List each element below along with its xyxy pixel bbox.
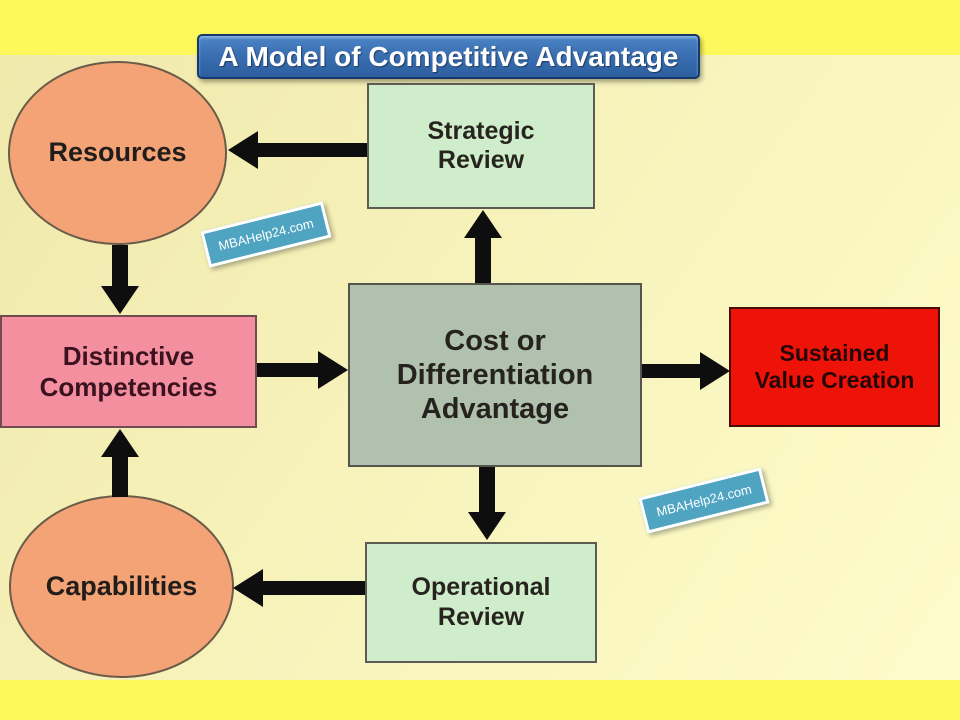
node-operational-review: Operational Review bbox=[365, 542, 597, 663]
watermark-mbahelp24: MBAHelp24.com bbox=[200, 201, 332, 268]
node-resources-label: Resources bbox=[48, 137, 187, 168]
node-distinctive-competencies: Distinctive Competencies bbox=[0, 315, 257, 428]
title-banner: A Model of Competitive Advantage bbox=[197, 34, 700, 79]
node-cost-or-differentiation-advantage-label: Cost or Differentiation Advantage bbox=[396, 324, 594, 426]
watermark-mbahelp24: MBAHelp24.com bbox=[638, 467, 770, 534]
node-strategic-review-label: Strategic Review bbox=[427, 116, 535, 175]
bottom-frame-bar bbox=[0, 680, 960, 720]
node-resources: Resources bbox=[8, 61, 227, 245]
node-capabilities-label: Capabilities bbox=[45, 570, 198, 601]
node-cost-or-differentiation-advantage: Cost or Differentiation Advantage bbox=[348, 283, 642, 467]
watermark-text: MBAHelp24.com bbox=[216, 215, 316, 254]
node-distinctive-competencies-label: Distinctive Competencies bbox=[39, 340, 218, 402]
node-strategic-review: Strategic Review bbox=[367, 83, 595, 209]
node-operational-review-label: Operational Review bbox=[411, 573, 551, 631]
node-capabilities: Capabilities bbox=[9, 495, 234, 678]
node-sustained-value-creation-label: Sustained Value Creation bbox=[754, 339, 915, 393]
node-sustained-value-creation: Sustained Value Creation bbox=[729, 307, 940, 427]
watermark-text: MBAHelp24.com bbox=[654, 481, 754, 520]
slide-title: A Model of Competitive Advantage bbox=[218, 40, 679, 72]
